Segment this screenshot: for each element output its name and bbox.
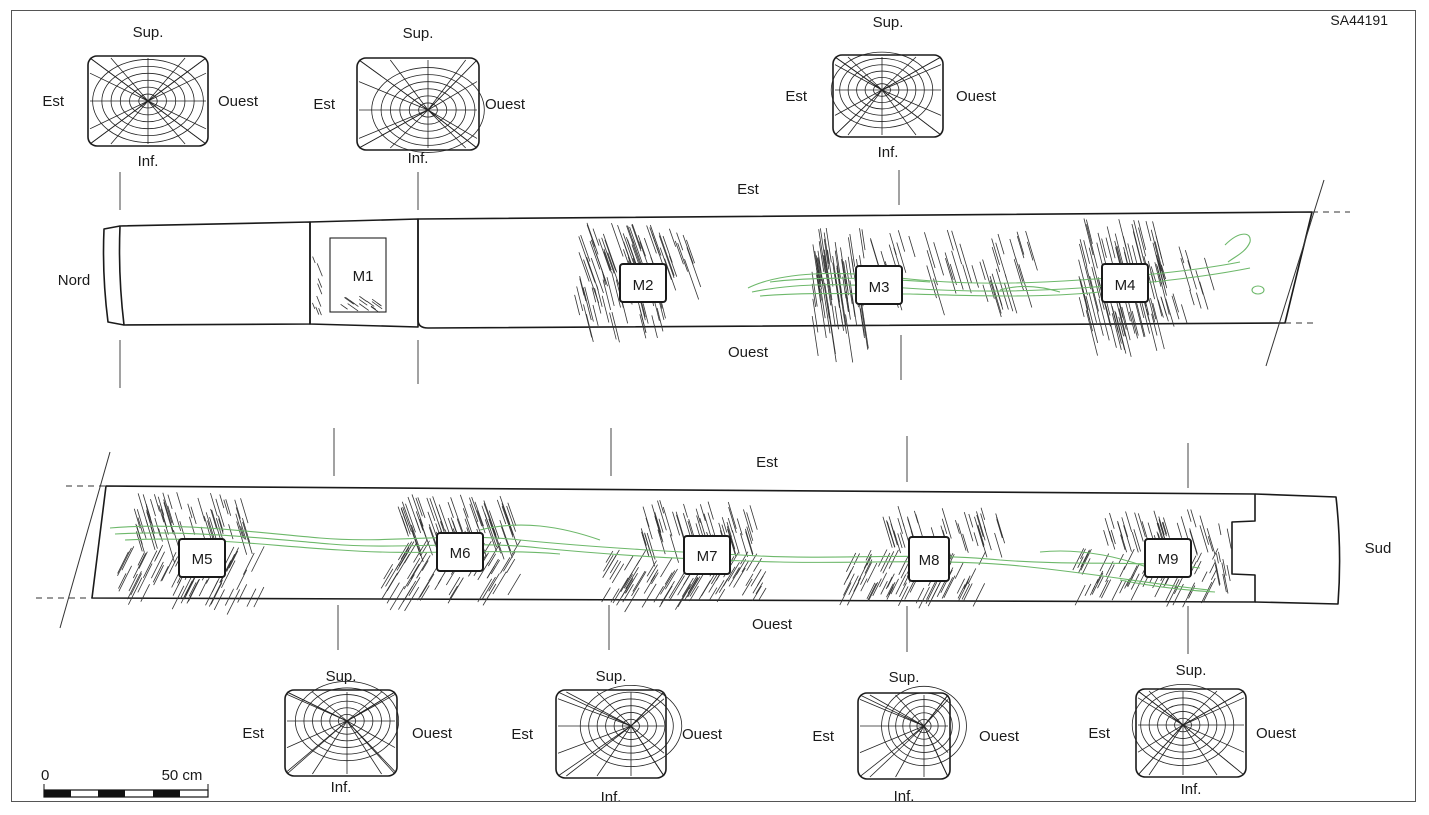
scale-start: 0 — [41, 767, 49, 784]
cross-section: Sup. Inf. Est Ouest — [812, 669, 1020, 805]
mortise-m4 — [1101, 263, 1149, 303]
section-label-inf: Inf. — [894, 788, 915, 805]
lower-leader-lines — [333, 428, 1189, 654]
section-label-east: Est — [511, 726, 534, 743]
upper-beam-segment-2 — [309, 218, 419, 328]
section-label-sup: Sup. — [326, 668, 357, 685]
m1-outline — [329, 237, 387, 313]
mortise-m2 — [619, 263, 667, 303]
section-label-inf: Inf. — [138, 153, 159, 170]
lower-mortises — [178, 532, 1192, 582]
upper-beam-segment-1 — [118, 221, 311, 326]
label-upper-east: Est — [737, 181, 760, 198]
mortise-m6 — [436, 532, 484, 572]
section-label-west: Ouest — [979, 728, 1020, 745]
lower-beam: M5 M6 M7 M8 M9 — [36, 451, 1341, 629]
section-label-sup: Sup. — [596, 668, 627, 685]
cross-section: Sup. Inf. Est Ouest — [42, 24, 259, 170]
mortise-label-m6: M6 — [450, 545, 471, 562]
mortise-m8 — [908, 536, 950, 582]
section-label-sup: Sup. — [873, 14, 904, 31]
label-south: Sud — [1365, 540, 1392, 557]
label-lower-east: Est — [756, 454, 779, 471]
upper-beam-end — [102, 225, 125, 326]
section-label-sup: Sup. — [133, 24, 164, 41]
mortise-label-m3: M3 — [869, 279, 890, 296]
mortise-label-m7: M7 — [697, 548, 718, 565]
section-label-inf: Inf. — [601, 789, 622, 806]
mortise-label-m2: M2 — [633, 277, 654, 294]
upper-leader-lines — [119, 170, 902, 388]
section-label-inf: Inf. — [1181, 781, 1202, 798]
lower-beam-tenon — [1254, 493, 1341, 605]
mortise-label-m1: M1 — [353, 268, 374, 285]
section-label-west: Ouest — [412, 725, 453, 742]
section-label-inf: Inf. — [331, 779, 352, 796]
mortise-m3 — [855, 265, 903, 305]
label-lower-west: Ouest — [752, 616, 793, 633]
cross-section: Sup. Inf. Est Ouest — [242, 668, 453, 796]
cross-section: Sup. Inf. Est Ouest — [511, 668, 723, 806]
section-label-east: Est — [1088, 725, 1111, 742]
mortise-m5 — [178, 538, 226, 578]
section-label-west: Ouest — [1256, 725, 1297, 742]
section-label-east: Est — [42, 93, 65, 110]
mortise-m9 — [1144, 538, 1192, 578]
section-label-inf: Inf. — [878, 144, 899, 161]
upper-beam-segment-3 — [417, 211, 1313, 329]
section-label-sup: Sup. — [889, 669, 920, 686]
cross-section: Sup. Inf. Est Ouest — [785, 14, 997, 161]
mortise-m7 — [683, 535, 731, 575]
figure-id: SA44191 — [1330, 12, 1388, 28]
lower-hatching — [117, 492, 1232, 615]
mortise-label-m9: M9 — [1158, 551, 1179, 568]
label-upper-west: Ouest — [728, 344, 769, 361]
section-label-sup: Sup. — [1176, 662, 1207, 679]
section-label-east: Est — [242, 725, 265, 742]
upper-grain-lines — [747, 233, 1265, 297]
label-north: Nord — [58, 272, 91, 289]
section-label-sup: Sup. — [403, 25, 434, 42]
section-label-west: Ouest — [485, 96, 526, 113]
cross-section: Sup. Inf. Est Ouest — [1088, 662, 1297, 798]
section-label-west: Ouest — [218, 93, 259, 110]
section-label-east: Est — [785, 88, 808, 105]
section-label-west: Ouest — [682, 726, 723, 743]
section-label-inf: Inf. — [408, 150, 429, 167]
section-label-west: Ouest — [956, 88, 997, 105]
upper-hatching — [312, 218, 1215, 363]
upper-beam: M1 M2 M3 M4 — [102, 179, 1350, 367]
upper-cut-line — [1265, 179, 1325, 367]
lower-cut-line — [59, 451, 111, 629]
section-label-east: Est — [313, 96, 336, 113]
mortise-label-m8: M8 — [919, 552, 940, 569]
section-label-east: Est — [812, 728, 835, 745]
mortise-label-m4: M4 — [1115, 277, 1136, 294]
scale-bar: 0 50 cm — [41, 767, 209, 798]
scale-end: 50 cm — [162, 767, 203, 784]
lower-grain-lines — [109, 524, 1216, 593]
upper-mortises — [619, 263, 1149, 305]
mortise-label-m5: M5 — [192, 551, 213, 568]
cross-section: Sup. Inf. Est Ouest — [313, 25, 526, 167]
